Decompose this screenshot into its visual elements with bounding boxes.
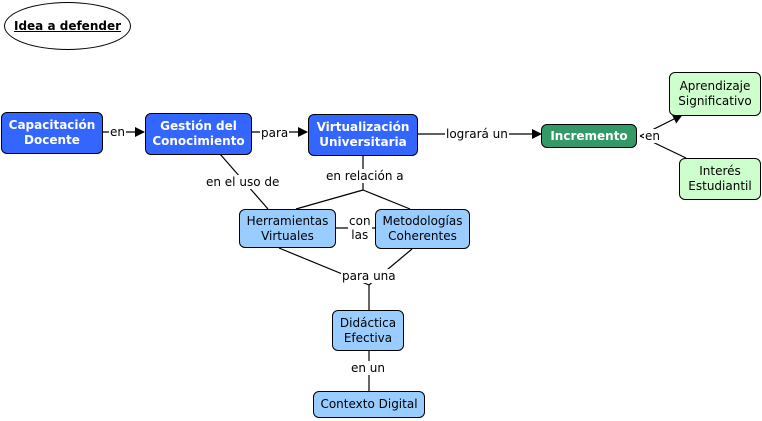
edge-relacion-herramientas [295, 189, 364, 210]
link-label-en-2: en [644, 129, 661, 143]
link-label-en-un: en un [350, 361, 387, 375]
link-label-para-una: para una [341, 269, 397, 283]
diagram-title: Idea a defender [4, 2, 131, 50]
node-incremento[interactable]: Incremento [541, 124, 637, 148]
node-contexto-digital[interactable]: Contexto Digital [313, 391, 425, 418]
link-label-en-el-uso-de: en el uso de [205, 175, 281, 189]
node-metodologias-coherentes[interactable]: Metodologías Coherentes [375, 209, 470, 249]
node-aprendizaje-significativo[interactable]: Aprendizaje Significativo [669, 72, 761, 116]
node-interes-estudiantil[interactable]: Interés Estudiantil [679, 158, 761, 200]
link-label-para: para [260, 126, 290, 140]
edge-relacion-metodologias [362, 189, 411, 210]
link-label-lograra-un: logrará un [445, 127, 509, 141]
link-label-en: en [109, 125, 126, 139]
node-herramientas-virtuales[interactable]: Herramientas Virtuales [239, 209, 336, 248]
link-label-con-las: con las [348, 214, 372, 242]
node-didactica-efectiva[interactable]: Didáctica Efectiva [332, 310, 404, 351]
node-gestion-conocimiento[interactable]: Gestión del Conocimiento [145, 113, 252, 155]
link-label-en-relacion-a: en relación a [325, 169, 405, 183]
node-virtualizacion-universitaria[interactable]: Virtualización Universitaria [308, 114, 418, 156]
node-capacitacion-docente[interactable]: Capacitación Docente [1, 112, 103, 154]
